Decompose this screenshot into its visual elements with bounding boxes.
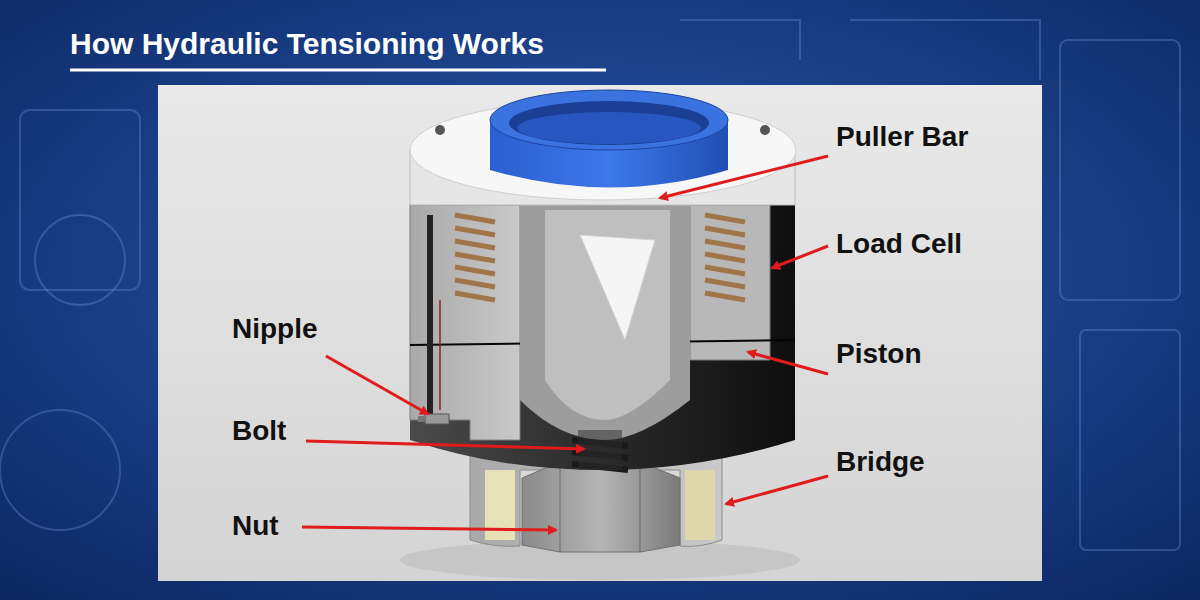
center-column <box>520 205 690 440</box>
nut <box>522 462 680 552</box>
leader-arrow <box>726 476 828 504</box>
render-panel <box>158 85 1042 581</box>
leader-arrow <box>326 356 428 414</box>
part-label: Nut <box>232 510 279 542</box>
leader-arrow <box>772 246 828 268</box>
nipple <box>418 414 449 424</box>
part-label: Piston <box>836 338 922 370</box>
leader-arrow <box>306 441 584 449</box>
part-label: Puller Bar <box>836 121 968 153</box>
leader-arrow <box>302 527 556 530</box>
leader-arrow <box>660 156 828 198</box>
top-flange <box>410 100 796 205</box>
diagram-title: How Hydraulic Tensioning Works <box>70 27 544 62</box>
leader-arrow <box>748 352 828 374</box>
title-underline <box>70 69 606 72</box>
part-label: Bolt <box>232 415 286 447</box>
part-label: Load Cell <box>836 228 962 260</box>
piston-body <box>410 205 795 470</box>
springs <box>455 215 745 300</box>
puller-bar <box>490 90 728 188</box>
leader-arrows <box>302 156 828 530</box>
part-label: Nipple <box>232 313 318 345</box>
part-label: Bridge <box>836 446 925 478</box>
bolt-stud <box>578 430 622 470</box>
